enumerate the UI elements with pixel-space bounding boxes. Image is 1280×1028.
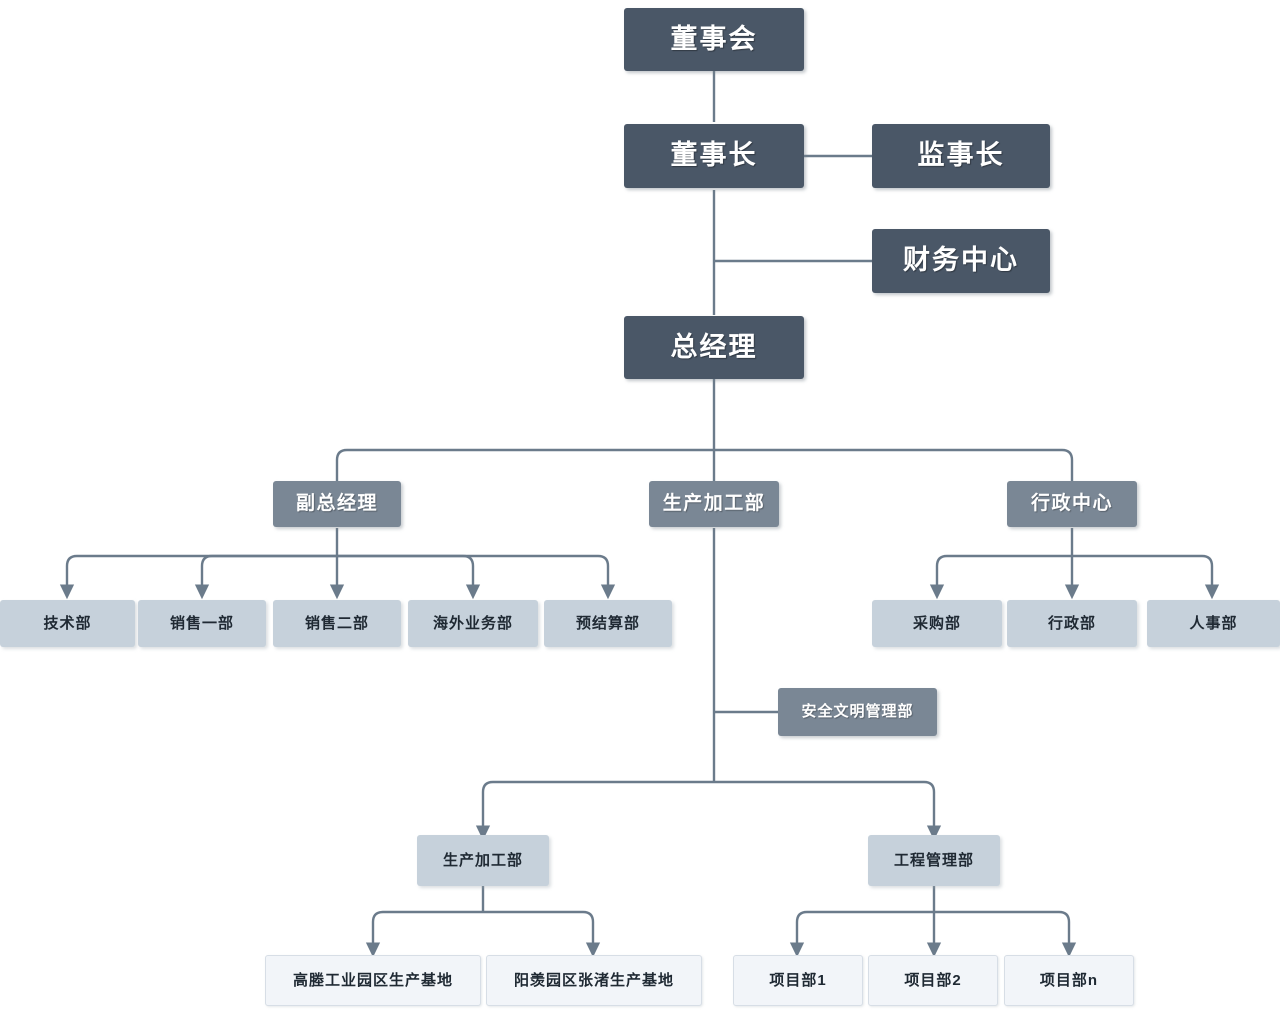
node-admin-center[interactable]: 行政中心 bbox=[1007, 481, 1137, 527]
edge-gm-to-deputy-gm bbox=[335, 448, 714, 481]
edge-sub-production-to-gaocheng bbox=[365, 910, 483, 958]
node-safety-civilization-dept[interactable]: 安全文明管理部 bbox=[778, 688, 937, 736]
edge-production-to-sub-production bbox=[475, 780, 714, 841]
edge-engineering-to-projectn bbox=[934, 910, 1077, 958]
node-chairman[interactable]: 董事长 bbox=[624, 124, 804, 188]
node-project-dept-1[interactable]: 项目部1 bbox=[733, 955, 863, 1006]
node-sales-dept-1[interactable]: 销售一部 bbox=[138, 600, 266, 647]
edge-deputy-to-budget bbox=[337, 554, 616, 600]
edge-deputy-to-overseas bbox=[337, 554, 481, 600]
node-purchasing-dept[interactable]: 采购部 bbox=[872, 600, 1002, 647]
node-production-processing-sub[interactable]: 生产加工部 bbox=[417, 835, 549, 886]
node-tech-dept[interactable]: 技术部 bbox=[0, 600, 135, 647]
node-yangxian-zhangzhu-base[interactable]: 阳羡园区张渚生产基地 bbox=[486, 955, 702, 1006]
edge-deputy-to-tech bbox=[59, 554, 337, 600]
node-engineering-mgmt-dept[interactable]: 工程管理部 bbox=[868, 835, 1000, 886]
node-general-manager[interactable]: 总经理 bbox=[624, 316, 804, 379]
node-gaocheng-base[interactable]: 高塍工业园区生产基地 bbox=[265, 955, 481, 1006]
edge-production-to-engineering bbox=[714, 780, 942, 841]
edge-admin-to-hr bbox=[1072, 554, 1220, 600]
edge-deputy-to-sales1 bbox=[194, 554, 337, 600]
node-project-dept-2[interactable]: 项目部2 bbox=[868, 955, 998, 1006]
node-hr-dept[interactable]: 人事部 bbox=[1147, 600, 1280, 647]
node-chief-supervisor[interactable]: 监事长 bbox=[872, 124, 1050, 188]
node-budget-settlement-dept[interactable]: 预结算部 bbox=[544, 600, 672, 647]
edge-gm-to-admin-center bbox=[714, 448, 1074, 481]
edge-sub-production-to-yangxian bbox=[483, 910, 601, 958]
node-production-processing-dept[interactable]: 生产加工部 bbox=[649, 481, 779, 527]
edge-engineering-to-project1 bbox=[789, 910, 934, 958]
node-finance-center[interactable]: 财务中心 bbox=[872, 229, 1050, 293]
node-deputy-general-manager[interactable]: 副总经理 bbox=[273, 481, 401, 527]
node-project-dept-n[interactable]: 项目部n bbox=[1004, 955, 1134, 1006]
node-overseas-business-dept[interactable]: 海外业务部 bbox=[408, 600, 538, 647]
node-board[interactable]: 董事会 bbox=[624, 8, 804, 71]
node-administration-dept[interactable]: 行政部 bbox=[1007, 600, 1137, 647]
edge-admin-to-purchasing bbox=[929, 554, 1072, 600]
node-sales-dept-2[interactable]: 销售二部 bbox=[273, 600, 401, 647]
